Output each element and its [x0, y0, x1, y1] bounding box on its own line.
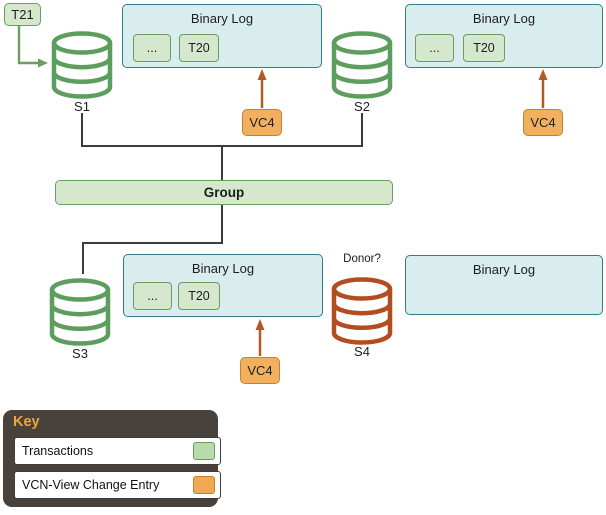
txn-item-t20: T20	[463, 34, 505, 62]
key-title: Key	[13, 414, 40, 430]
txn-item-dots: ...	[415, 34, 454, 62]
vc4-node-3: VC4	[240, 357, 280, 384]
vc4-node-1: VC4	[242, 109, 282, 136]
txn-item-dots: ...	[133, 282, 172, 310]
key-entry-label: Transactions	[22, 444, 94, 458]
t21-arrow	[17, 26, 48, 68]
donor-label: Donor?	[343, 253, 381, 265]
server-label-s2: S2	[354, 99, 370, 114]
server-label-s4: S4	[354, 344, 370, 359]
green-swatch-icon	[193, 442, 215, 460]
vc4-arrow-2	[538, 69, 548, 108]
binary-log-box-s1: Binary Log ... T20	[122, 4, 322, 68]
binary-log-title: Binary Log	[190, 11, 254, 26]
vc4-node-2: VC4	[523, 109, 563, 136]
vc4-arrow-1	[257, 69, 267, 108]
database-icon-s4-donor	[334, 280, 390, 343]
database-icon-s3	[52, 281, 108, 344]
binary-log-title: Binary Log	[191, 261, 255, 276]
binary-log-box-s3: Binary Log ... T20	[123, 254, 323, 317]
binary-log-box-s4: Binary Log	[405, 255, 603, 315]
t21-transaction-node: T21	[4, 3, 41, 26]
key-entry-transactions: Transactions	[14, 437, 221, 465]
binary-log-title: Binary Log	[472, 11, 536, 26]
database-icon-s2	[334, 34, 390, 97]
key-entry-label: VCN-View Change Entry	[22, 478, 160, 492]
binary-log-box-s2: Binary Log ... T20	[405, 4, 603, 68]
key-entry-view-change: VCN-View Change Entry	[14, 471, 221, 499]
txn-item-t20: T20	[178, 282, 220, 310]
txn-item-dots: ...	[133, 34, 171, 62]
vc4-arrow-3	[255, 319, 265, 356]
binary-log-title: Binary Log	[472, 262, 536, 277]
orange-swatch-icon	[193, 476, 215, 494]
group-to-s3-connector	[82, 205, 223, 274]
server-label-s3: S3	[72, 346, 88, 361]
server-label-s1: S1	[74, 99, 90, 114]
key-panel: Key Transactions VCN-View Change Entry	[3, 410, 221, 507]
group-node: Group	[55, 180, 393, 205]
database-icon-s1	[54, 34, 110, 97]
txn-item-t20: T20	[179, 34, 219, 62]
servers-to-group-connector	[81, 113, 363, 180]
